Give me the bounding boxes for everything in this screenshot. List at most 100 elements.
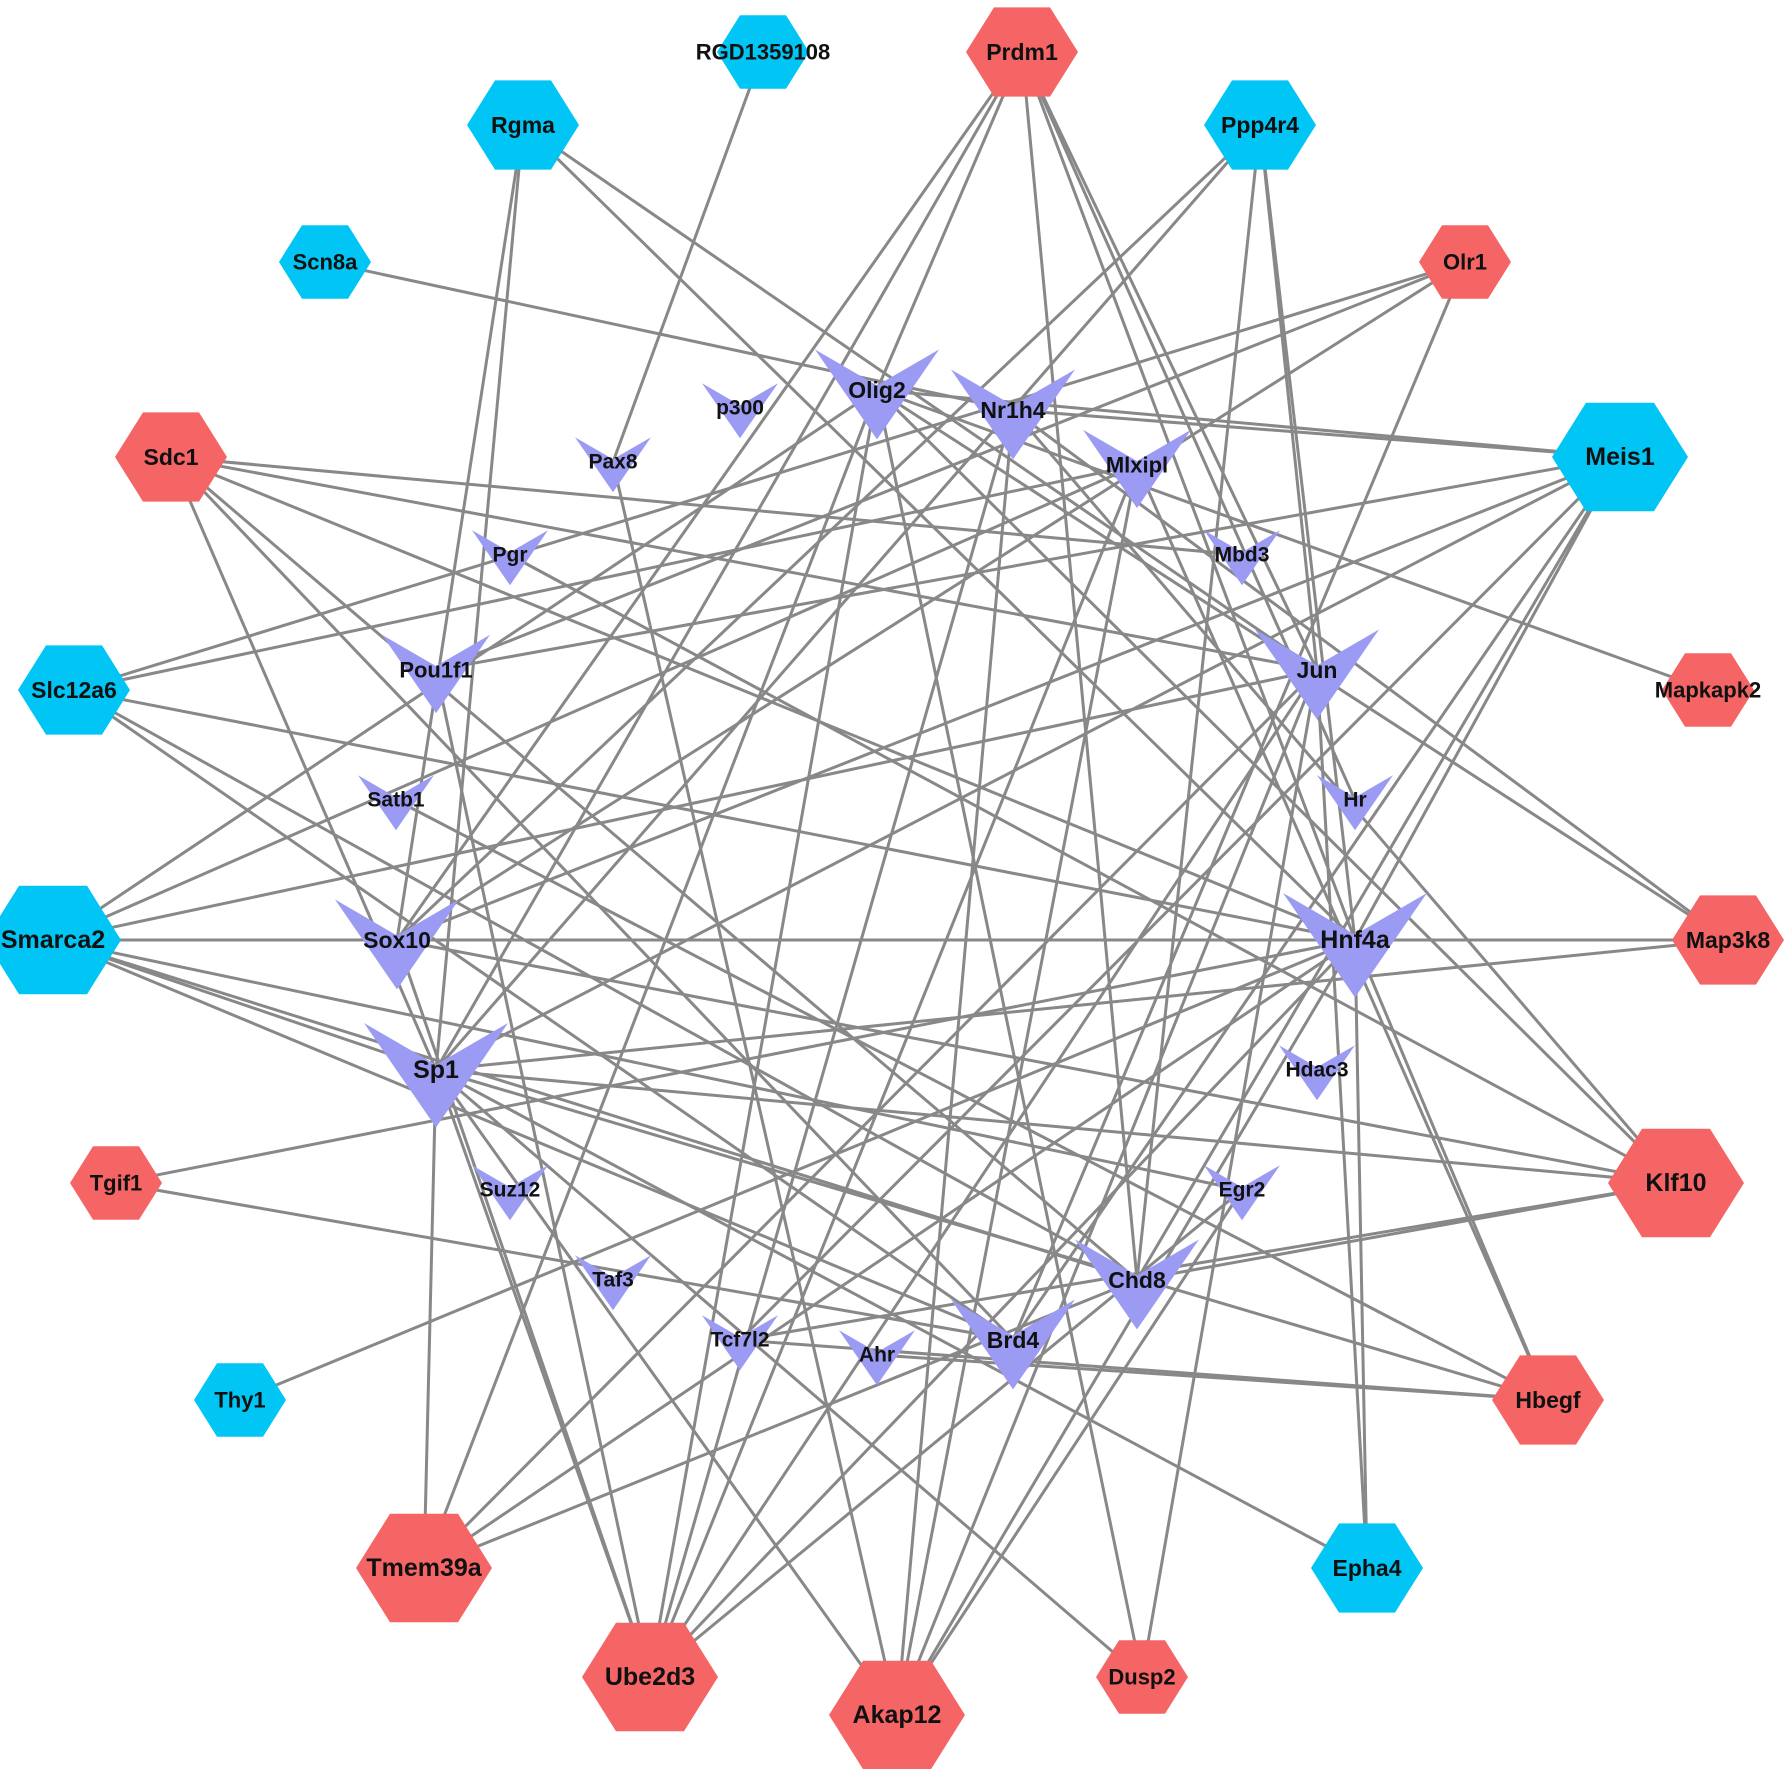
- target-node-klf10[interactable]: Klf10: [1608, 1128, 1744, 1238]
- edge-ube2d3-jun: [648, 669, 1319, 1678]
- hexagon-shape: [1096, 1640, 1188, 1714]
- edge-dusp2-sp1: [435, 1068, 1143, 1679]
- v-shape: [1204, 1165, 1280, 1221]
- tf-node-pou1f1[interactable]: Pou1f1: [382, 634, 490, 714]
- target-node-akap12[interactable]: Akap12: [829, 1660, 965, 1769]
- tf-node-suz12[interactable]: Suz12: [472, 1165, 548, 1221]
- tf-node-pgr[interactable]: Pgr: [472, 530, 548, 586]
- node-label-meis1: Meis1: [1585, 443, 1655, 471]
- edge-smarca2-mlxipl: [52, 463, 1138, 942]
- node-label-mbd3: Mbd3: [1215, 544, 1270, 567]
- edge-meis1-pou1f1: [435, 455, 1621, 672]
- node-label-map3k8: Map3k8: [1686, 927, 1771, 953]
- tf-node-tcf7l2[interactable]: Tcf7l2: [702, 1315, 778, 1371]
- edge-epha4-hnf4a: [1353, 939, 1369, 1569]
- tf-node-mlxipl[interactable]: Mlxipl: [1083, 429, 1191, 509]
- tf-node-olig2[interactable]: Olig2: [815, 349, 939, 440]
- edge-meis1-hnf4a: [1353, 456, 1622, 941]
- tf-node-egr2[interactable]: Egr2: [1204, 1165, 1280, 1221]
- edge-sdc1-mbd3: [170, 455, 1243, 557]
- node-label-hnf4a: Hnf4a: [1320, 926, 1391, 954]
- target-node-tmem39a[interactable]: Tmem39a: [356, 1513, 492, 1623]
- edge-tmem39a-olig2: [422, 389, 879, 1569]
- node-label-sdc1: Sdc1: [144, 444, 199, 470]
- tf-node-jun[interactable]: Jun: [1255, 629, 1379, 720]
- tf-node-hdac3[interactable]: Hdac3: [1279, 1045, 1355, 1101]
- target-node-meis1[interactable]: Meis1: [1552, 402, 1688, 512]
- node-label-sp1: Sp1: [413, 1056, 459, 1084]
- tf-node-chd8[interactable]: Chd8: [1075, 1239, 1199, 1330]
- node-label-mlxipl: Mlxipl: [1106, 453, 1168, 478]
- node-label-chd8: Chd8: [1108, 1267, 1166, 1293]
- node-label-prdm1: Prdm1: [986, 39, 1058, 65]
- node-label-ube2d3: Ube2d3: [605, 1663, 695, 1691]
- edge-tmem39a-chd8: [423, 1278, 1138, 1570]
- node-label-p300: p300: [716, 397, 764, 420]
- edge-klf10-chd8: [1136, 1181, 1677, 1282]
- tf-node-mbd3[interactable]: Mbd3: [1204, 530, 1280, 586]
- node-label-nr1h4: Nr1h4: [980, 397, 1045, 423]
- hexagon-shape: [1608, 1128, 1744, 1238]
- target-node-thy1[interactable]: Thy1: [194, 1363, 286, 1437]
- target-node-dusp2[interactable]: Dusp2: [1096, 1640, 1188, 1714]
- tf-node-ahr[interactable]: Ahr: [839, 1330, 915, 1386]
- v-shape: [472, 1165, 548, 1221]
- target-node-hbegf[interactable]: Hbegf: [1492, 1355, 1604, 1445]
- edge-akap12-mlxipl: [895, 464, 1139, 1716]
- edge-slc12a6-mlxipl: [73, 463, 1138, 692]
- node-label-pax8: Pax8: [588, 451, 637, 474]
- hexagon-shape: [70, 1146, 162, 1220]
- target-node-epha4[interactable]: Epha4: [1311, 1523, 1423, 1613]
- hexagon-shape: [467, 80, 579, 170]
- tf-node-taf3[interactable]: Taf3: [575, 1255, 651, 1311]
- node-label-hbegf: Hbegf: [1515, 1387, 1581, 1413]
- target-node-rgma[interactable]: Rgma: [467, 80, 579, 170]
- target-node-prdm1[interactable]: Prdm1: [966, 7, 1078, 97]
- target-node-mapkapk2[interactable]: Mapkapk2: [1655, 653, 1761, 727]
- tf-node-brd4[interactable]: Brd4: [951, 1299, 1075, 1390]
- edge-akap12-nr1h4: [895, 409, 1015, 1716]
- edge-ppp4r4-chd8: [1135, 124, 1262, 1281]
- hexagon-shape: [966, 7, 1078, 97]
- target-node-rgd1359108[interactable]: RGD1359108: [696, 15, 831, 89]
- target-node-smarca2[interactable]: Smarca2: [0, 885, 121, 995]
- edge-olr1-sox10: [396, 260, 1466, 942]
- v-shape: [1255, 629, 1379, 720]
- tf-node-satb1[interactable]: Satb1: [358, 775, 434, 831]
- hexagon-shape: [0, 885, 121, 995]
- v-shape: [575, 437, 651, 493]
- edge-epha4-sp1: [435, 1068, 1368, 1570]
- edge-sdc1-brd4: [169, 455, 1015, 1342]
- tf-node-p300[interactable]: p300: [702, 383, 778, 439]
- hexagon-shape: [1662, 653, 1754, 727]
- edge-rgd1359108-pax8: [611, 51, 765, 463]
- edge-sdc1-hnf4a: [170, 455, 1356, 942]
- edge-tgif1-brd4: [115, 1181, 1014, 1342]
- target-node-olr1[interactable]: Olr1: [1419, 225, 1511, 299]
- edge-klf10-sox10: [396, 938, 1677, 1185]
- tf-node-hr[interactable]: Hr: [1317, 775, 1393, 831]
- v-shape: [815, 349, 939, 440]
- target-node-tgif1[interactable]: Tgif1: [70, 1146, 162, 1220]
- node-label-mapkapk2: Mapkapk2: [1655, 678, 1761, 703]
- target-node-sdc1[interactable]: Sdc1: [115, 412, 227, 502]
- target-node-map3k8[interactable]: Map3k8: [1672, 895, 1784, 985]
- v-shape: [1075, 1239, 1199, 1330]
- tf-node-sp1[interactable]: Sp1: [364, 1023, 508, 1128]
- edge-epha4-jun: [1315, 669, 1369, 1569]
- v-shape: [472, 530, 548, 586]
- tf-node-hnf4a[interactable]: Hnf4a: [1283, 893, 1427, 998]
- edge-klf10-sp1: [435, 1068, 1677, 1185]
- target-node-ube2d3[interactable]: Ube2d3: [582, 1622, 718, 1732]
- target-node-ppp4r4[interactable]: Ppp4r4: [1204, 80, 1316, 170]
- tf-node-nr1h4[interactable]: Nr1h4: [951, 369, 1075, 460]
- node-label-scn8a: Scn8a: [293, 250, 359, 275]
- v-shape: [1317, 775, 1393, 831]
- tf-node-pax8[interactable]: Pax8: [575, 437, 651, 493]
- node-label-klf10: Klf10: [1645, 1169, 1706, 1197]
- target-node-scn8a[interactable]: Scn8a: [279, 225, 371, 299]
- target-node-slc12a6[interactable]: Slc12a6: [18, 645, 130, 735]
- edge-meis1-nr1h4: [1012, 408, 1621, 459]
- tf-node-sox10[interactable]: Sox10: [335, 899, 459, 990]
